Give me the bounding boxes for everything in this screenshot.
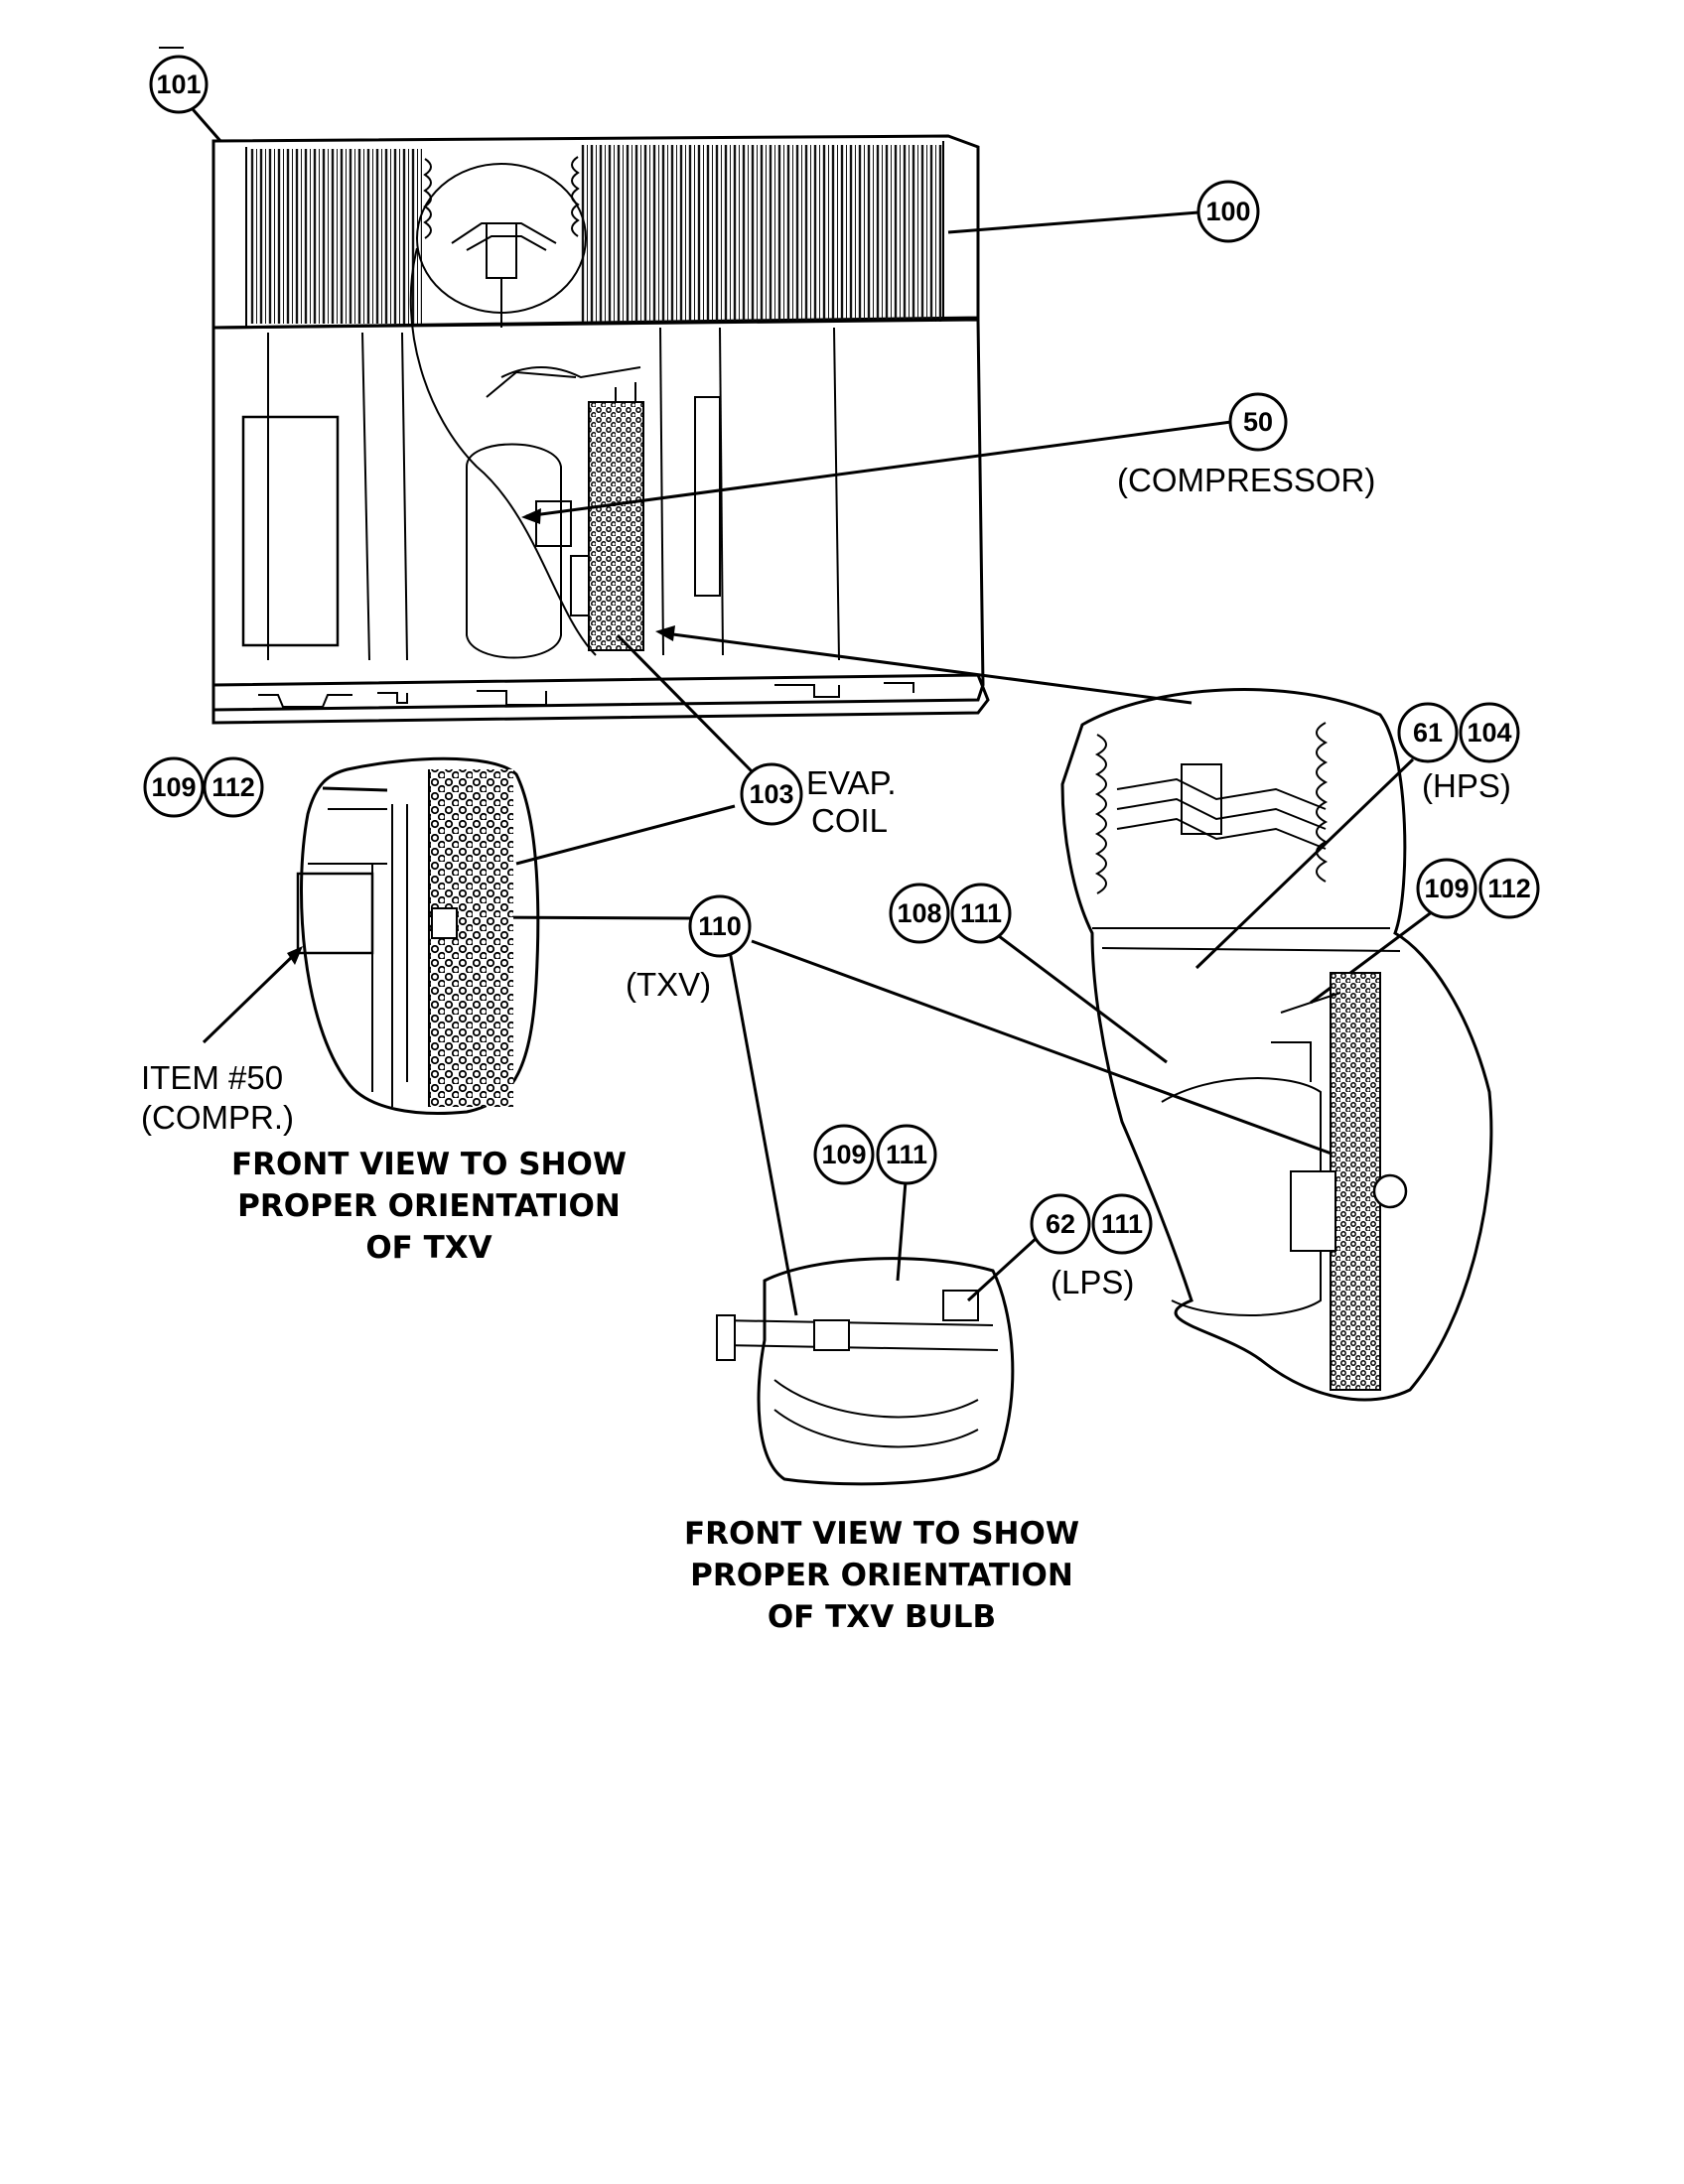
svg-text:103: 103	[749, 779, 793, 809]
callout-108: 108	[889, 883, 950, 944]
lps-label: (LPS)	[1051, 1264, 1134, 1300]
bulb-caption-line1: FRONT VIEW TO SHOW	[684, 1516, 1079, 1552]
txv-caption-line3: OF TXV	[365, 1230, 491, 1266]
callout-111-c: 111	[1091, 1193, 1153, 1255]
coil-return-bends	[423, 156, 580, 239]
svg-text:50: 50	[1243, 407, 1273, 437]
svg-text:101: 101	[156, 69, 201, 99]
txv-detail-illustration	[296, 756, 540, 1115]
callout-61: 61	[1397, 702, 1459, 763]
callout-62: 62	[1030, 1193, 1091, 1255]
svg-text:61: 61	[1413, 718, 1443, 748]
callout-100: 100	[1196, 180, 1260, 243]
svg-text:110: 110	[698, 911, 742, 941]
callout-103: 103	[740, 762, 803, 826]
svg-text:104: 104	[1467, 718, 1511, 748]
txv-caption-line2: PROPER ORIENTATION	[237, 1188, 621, 1224]
hps-detail-illustration	[1060, 688, 1493, 1402]
svg-text:112: 112	[211, 772, 255, 802]
txv-bulb-detail-illustration	[716, 1257, 1015, 1486]
callout-50: 50	[1228, 392, 1288, 452]
bulb-caption-line2: PROPER ORIENTATION	[690, 1558, 1073, 1593]
txv-label: (TXV)	[626, 966, 711, 1003]
callout-101: 101	[149, 55, 209, 114]
callout-109-c: 109	[813, 1124, 875, 1185]
svg-text:108: 108	[897, 898, 941, 928]
svg-text:62: 62	[1046, 1209, 1075, 1239]
svg-text:109: 109	[821, 1140, 866, 1169]
callout-112-a: 112	[203, 756, 264, 818]
compressor-label: (COMPRESSOR)	[1117, 462, 1375, 498]
callout-111-a: 111	[950, 883, 1012, 944]
item-50-label-line2: (COMPR.)	[141, 1099, 294, 1136]
bulb-caption-line3: OF TXV BULB	[768, 1599, 996, 1635]
callout-111-b: 111	[876, 1124, 937, 1185]
txv-caption-line1: FRONT VIEW TO SHOW	[231, 1147, 627, 1182]
main-unit-illustration	[211, 134, 990, 725]
svg-text:109: 109	[1424, 874, 1469, 903]
svg-text:100: 100	[1205, 197, 1250, 226]
callout-109-b: 109	[1416, 858, 1477, 919]
svg-text:111: 111	[960, 898, 1002, 928]
svg-text:111: 111	[1101, 1209, 1143, 1239]
svg-text:109: 109	[151, 772, 196, 802]
hps-label: (HPS)	[1422, 767, 1511, 804]
item-50-label-line1: ITEM #50	[141, 1059, 283, 1096]
callout-112-b: 112	[1478, 858, 1540, 919]
evap-coil-label-line1: EVAP.	[806, 764, 897, 801]
svg-text:112: 112	[1487, 874, 1531, 903]
callout-109-a: 109	[143, 756, 205, 818]
callout-104: 104	[1459, 702, 1520, 763]
evap-coil-label-line2: COIL	[811, 802, 888, 839]
callout-110: 110	[688, 894, 752, 958]
svg-text:111: 111	[886, 1140, 927, 1169]
